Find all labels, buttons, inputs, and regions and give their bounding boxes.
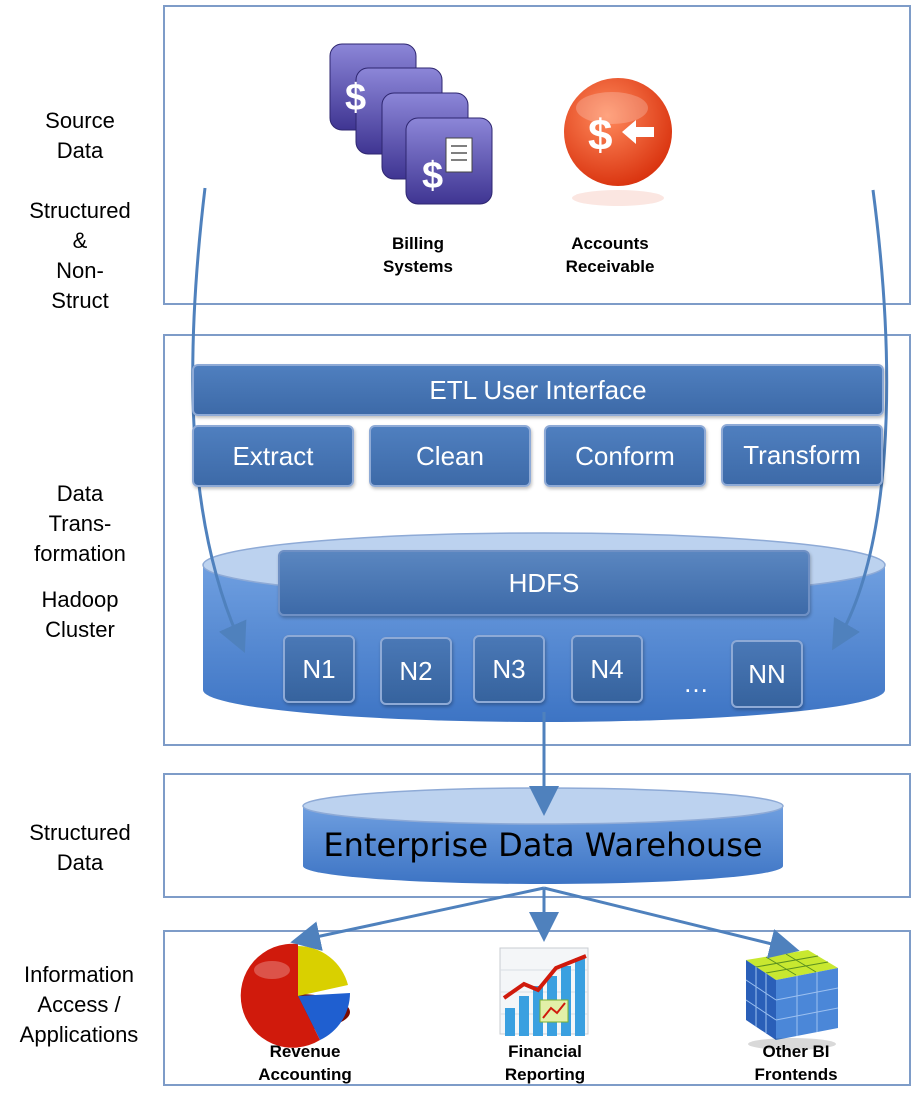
- hdfs-box: HDFS: [278, 550, 810, 616]
- node-n1: N1: [283, 635, 355, 703]
- accounts-receivable-caption: Accounts Receivable: [565, 234, 655, 276]
- financial-reporting-caption: Financial Reporting: [504, 1042, 586, 1084]
- clean-box: Clean: [369, 425, 531, 487]
- warehouse-to-bi-arrow: [543, 886, 800, 959]
- billing-systems-caption: Billing Systems: [383, 234, 453, 276]
- node-n2: N2: [380, 637, 452, 705]
- svg-text:$: $: [422, 155, 443, 197]
- structured-nonstruct-label: Structured & Non- Struct: [29, 198, 131, 313]
- structured-data-label: Structured Data: [29, 820, 131, 875]
- node-nn: NN: [731, 640, 803, 708]
- node-n4: N4: [571, 635, 643, 703]
- other-bi-caption: Other BI Frontends: [754, 1042, 838, 1084]
- revenue-pie-icon: [240, 943, 350, 1048]
- transform-box: Transform: [721, 424, 883, 486]
- warehouse-label: Enterprise Data Warehouse: [323, 826, 763, 864]
- extract-box: Extract: [192, 425, 354, 487]
- flow-arrows: [191, 187, 889, 959]
- source-data-label: Source Data: [45, 108, 115, 163]
- revenue-accounting-caption: Revenue Accounting: [258, 1042, 352, 1084]
- warehouse-to-revenue-arrow: [290, 886, 545, 951]
- bi-cube-icon: [745, 950, 839, 1050]
- right-flow-arrow: [832, 189, 889, 651]
- financial-reporting-icon: [499, 947, 589, 1036]
- billing-systems-icon: $ $: [329, 43, 493, 205]
- data-transformation-label: Data Trans- formation: [34, 481, 126, 566]
- source-data-panel: [163, 5, 911, 305]
- node-n3: N3: [473, 635, 545, 703]
- hadoop-cluster-label: Hadoop Cluster: [41, 587, 119, 642]
- svg-text:$: $: [345, 77, 366, 119]
- conform-box: Conform: [544, 425, 706, 487]
- warehouse-cylinder: [302, 787, 784, 884]
- accounts-receivable-icon: $: [564, 78, 672, 206]
- svg-text:$: $: [588, 111, 612, 160]
- information-access-label: Information Access / Applications: [19, 962, 139, 1047]
- etl-user-interface-box: ETL User Interface: [192, 364, 884, 416]
- node-ellipsis: …: [683, 668, 709, 698]
